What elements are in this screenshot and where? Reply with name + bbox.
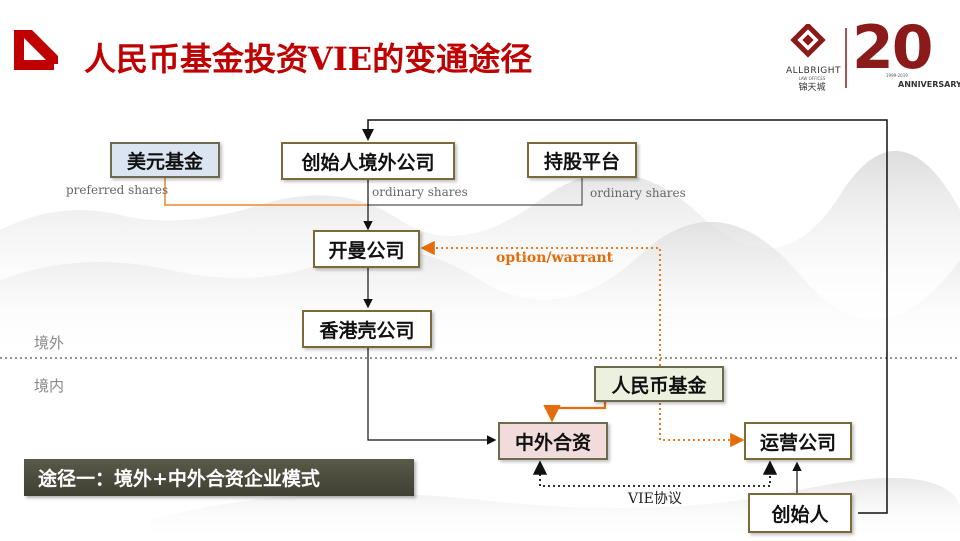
usd-fund-to-cayman-line bbox=[164, 178, 368, 206]
jv-box: 中外合资 bbox=[498, 422, 608, 460]
founder-to-offshore-loop bbox=[362, 119, 888, 514]
logo-anniversary: ANNIVERSARY bbox=[898, 80, 960, 89]
page-title: 人民币基金投资VIE的变通途径 bbox=[84, 40, 533, 78]
rmb-fund-to-opco-arrow bbox=[659, 398, 745, 448]
operating-company-box: 运营公司 bbox=[744, 422, 852, 460]
offshore-region-label: 境外 bbox=[34, 334, 65, 352]
rmb-fund-box: 人民币基金 bbox=[594, 366, 724, 402]
hk-shell-box: 香港壳公司 bbox=[302, 310, 432, 348]
vie-agreement-line bbox=[539, 460, 778, 487]
usd-fund-box: 美元基金 bbox=[110, 142, 220, 178]
logo-sub: LAW OFFICES bbox=[798, 76, 826, 81]
option-warrant-arrow bbox=[420, 240, 661, 366]
approach-banner: 途径一：境外+中外合资企业模式 bbox=[24, 459, 414, 496]
ordinary-shares-label-2: ordinary shares bbox=[590, 186, 686, 200]
preferred-shares-label: preferred shares bbox=[66, 183, 169, 197]
down-right-arrow-icon bbox=[14, 30, 58, 70]
logo-number: 20 bbox=[852, 13, 933, 83]
founder-offshore-box: 创始人境外公司 bbox=[281, 142, 455, 180]
logo-name: ALLBRIGHT bbox=[786, 66, 842, 76]
logo-years: 1999-2019 bbox=[886, 73, 908, 78]
hk-to-jv-arrow bbox=[367, 348, 497, 445]
logo-cn: 锦天城 bbox=[798, 83, 826, 93]
cayman-company-box: 开曼公司 bbox=[313, 230, 420, 268]
ordinary-shares-label-1: ordinary shares bbox=[372, 185, 468, 199]
onshore-region-label: 境内 bbox=[34, 377, 65, 395]
founder-box: 创始人 bbox=[748, 493, 852, 533]
vie-agreement-label: VIE协议 bbox=[628, 491, 682, 507]
rmb-fund-to-jv-arrow bbox=[543, 398, 607, 423]
holding-platform-box: 持股平台 bbox=[527, 142, 637, 178]
option-warrant-label: option/warrant bbox=[496, 250, 614, 266]
holding-to-cayman-line bbox=[368, 178, 583, 206]
allbright-logo: ALLBRIGHT LAW OFFICES 锦天城 20 1999-2019 A… bbox=[786, 18, 960, 98]
